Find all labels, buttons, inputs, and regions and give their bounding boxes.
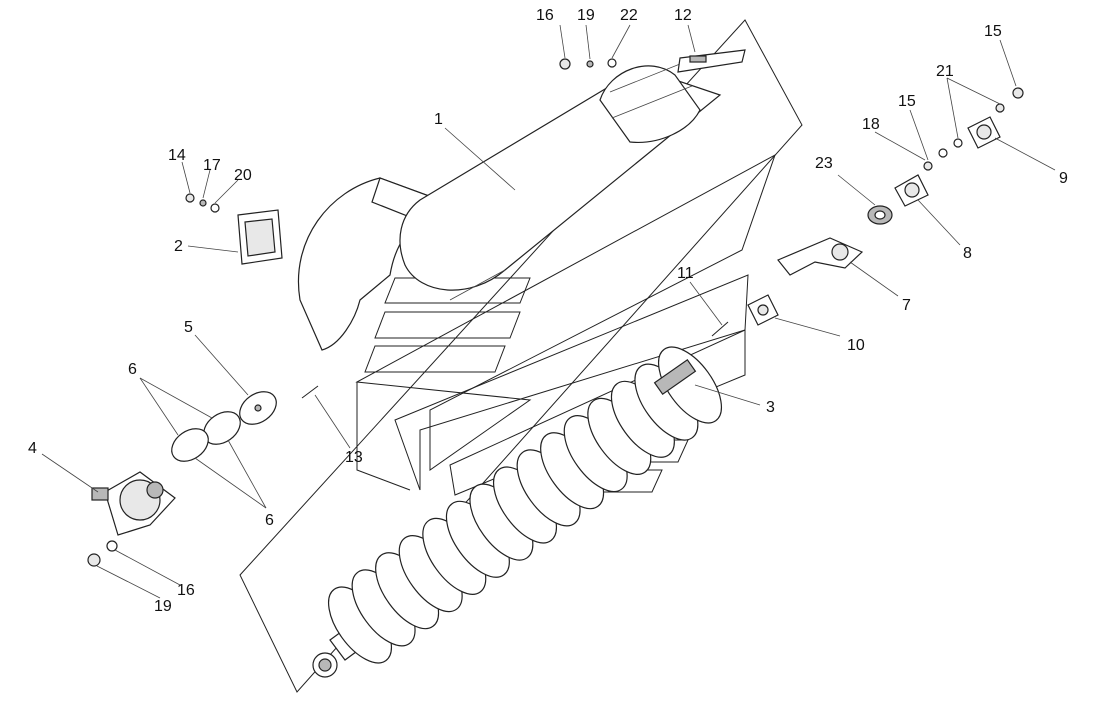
callout-10: 10 <box>847 337 865 354</box>
callout-8: 8 <box>963 245 972 262</box>
callout-17: 17 <box>203 157 221 174</box>
callout-16-bottom: 16 <box>177 582 195 599</box>
callout-6-top: 6 <box>128 361 137 378</box>
callout-4: 4 <box>28 440 37 457</box>
callout-7: 7 <box>902 297 911 314</box>
auger-flight <box>658 346 722 424</box>
callout-6-bottom: 6 <box>265 512 274 529</box>
callout-18: 18 <box>862 116 880 133</box>
callout-23: 23 <box>815 155 833 172</box>
callout-16-top: 16 <box>536 7 554 24</box>
callout-19-top: 19 <box>577 7 595 24</box>
bearing-housing <box>91 471 176 536</box>
callout-9: 9 <box>1059 170 1068 187</box>
fasteners <box>87 55 1024 567</box>
trough-housing <box>298 49 746 351</box>
callout-2: 2 <box>174 238 183 255</box>
bracket-and-flanges <box>747 116 1001 326</box>
auger-screw <box>312 346 722 678</box>
callout-22: 22 <box>620 7 638 24</box>
callout-5: 5 <box>184 319 193 336</box>
leader-lines <box>41 24 1056 599</box>
housing-outline <box>239 19 803 693</box>
callout-3: 3 <box>766 399 775 416</box>
callout-21: 21 <box>936 63 954 80</box>
callout-20: 20 <box>234 167 252 184</box>
callout-15-mid: 15 <box>898 93 916 110</box>
gaskets <box>171 391 277 462</box>
callout-13: 13 <box>345 449 363 466</box>
callout-11: 11 <box>677 265 694 282</box>
callout-14: 14 <box>168 147 186 164</box>
callout-labels: 1 2 3 4 5 6 6 7 8 9 10 11 12 13 14 15 15… <box>28 7 1068 615</box>
callout-1: 1 <box>434 111 443 128</box>
callout-15-right: 15 <box>984 23 1002 40</box>
callout-12: 12 <box>674 7 692 24</box>
inspection-cover <box>237 209 283 265</box>
callout-19-bottom: 19 <box>154 598 172 615</box>
